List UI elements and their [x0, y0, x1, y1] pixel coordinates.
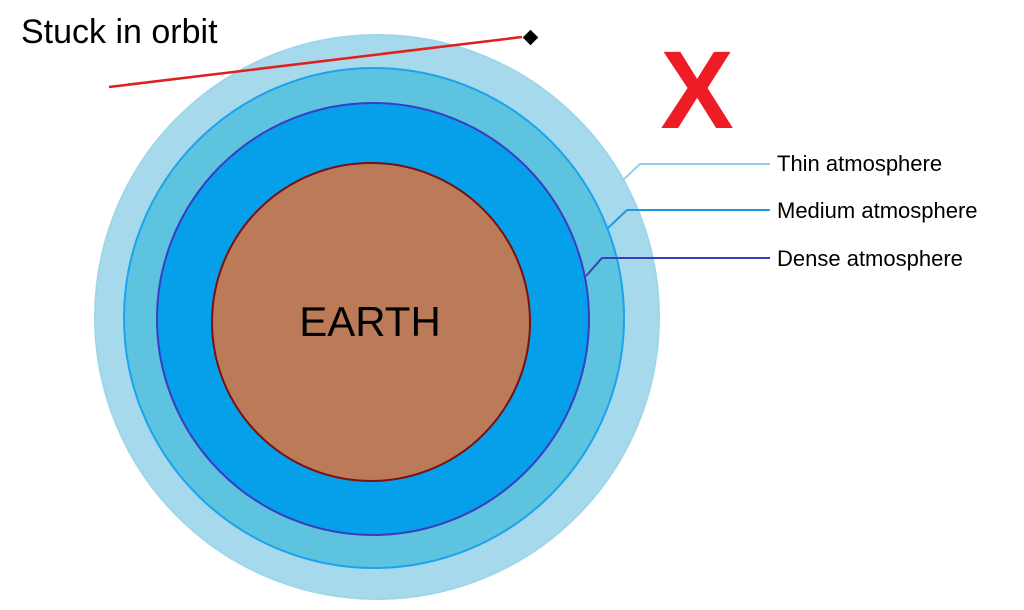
earth-label: EARTH: [299, 298, 441, 345]
label-medium-atmosphere: Medium atmosphere: [777, 198, 978, 223]
diamond-icon: [522, 29, 539, 46]
label-dense-atmosphere: Dense atmosphere: [777, 246, 963, 271]
label-thin-atmosphere: Thin atmosphere: [777, 151, 942, 176]
orbit-line: [108, 35, 523, 89]
leader-line-medium: [607, 209, 770, 229]
fail-mark-icon: X: [660, 29, 733, 152]
page-title: Stuck in orbit: [21, 13, 218, 51]
earth-core: [211, 162, 531, 482]
leader-line-dense: [585, 257, 770, 277]
leader-line-thin: [621, 163, 770, 182]
